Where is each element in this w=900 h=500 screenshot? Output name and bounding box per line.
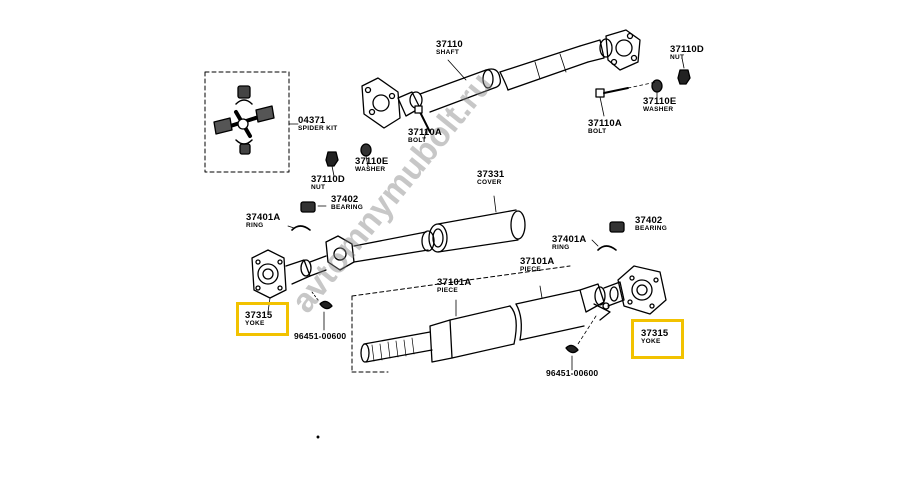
clip-left [311, 291, 333, 331]
part-name: RING [246, 221, 264, 229]
slip-shaft [360, 283, 611, 363]
bolt-top-left [414, 105, 431, 141]
label-shaft: 37110 SHAFT [436, 40, 463, 56]
part-name: NUT [311, 183, 326, 191]
label-bearing-right: 37402 BEARING [635, 216, 667, 232]
label-spider-kit: 04371 SPIDER KIT [298, 116, 337, 132]
part-name: BEARING [331, 203, 364, 211]
label-ring-right: 37401A RING [552, 235, 586, 251]
label-nut-left: 37110D NUT [311, 175, 345, 191]
part-number: 37401A [552, 234, 587, 245]
top-left-flange [361, 77, 401, 129]
label-clip-left: 96451-00600 [294, 332, 346, 341]
part-number: 37110D [311, 174, 345, 185]
slip-assembly-box [351, 265, 571, 373]
label-yoke-left: 37315 YOKE [245, 311, 272, 327]
label-nut-top: 37110D NUT [670, 45, 704, 61]
label-bolt-right: 37110A BOLT [588, 119, 622, 135]
part-number: 37110D [670, 44, 704, 55]
cover-tube [428, 195, 526, 253]
center-bearing-left [325, 230, 435, 271]
part-name: PIECE [437, 286, 459, 294]
label-piece-right: 37101A PIECE [520, 257, 554, 273]
part-number: 37315 [245, 310, 273, 321]
part-name: WASHER [355, 165, 386, 173]
part-number: 96451-00600 [294, 331, 347, 341]
ring-left [287, 225, 311, 231]
part-name: RING [552, 243, 570, 251]
label-piece-center: 37101A PIECE [437, 278, 471, 294]
part-number: 37401A [246, 212, 281, 223]
part-number: 37331 [477, 169, 505, 180]
bolt-top-right [595, 81, 657, 117]
part-number: 04371 [298, 115, 326, 126]
part-name: NUT [670, 53, 685, 61]
part-name: WASHER [643, 105, 674, 113]
yoke-right [603, 265, 667, 315]
yoke-left [251, 249, 327, 313]
part-name: BOLT [588, 127, 607, 135]
part-number: 37110A [588, 118, 622, 129]
label-cover: 37331 COVER [477, 170, 504, 186]
highlight-yoke-left [236, 302, 289, 336]
label-ring-left: 37401A RING [246, 213, 280, 229]
part-name: PIECE [520, 265, 542, 273]
label-bearing-left: 37402 BEARING [331, 195, 363, 211]
part-name: SPIDER KIT [298, 124, 338, 132]
part-name: YOKE [641, 337, 661, 345]
highlight-yoke-right [631, 319, 684, 359]
ring-right [591, 239, 617, 251]
part-number: 37101A [520, 256, 555, 267]
label-washer-left: 37110E WASHER [355, 157, 388, 173]
nut-top-right [677, 57, 691, 85]
part-number: 37110 [436, 39, 463, 50]
nut-left [325, 151, 339, 177]
part-name: BEARING [635, 224, 668, 232]
part-number: 37110A [408, 127, 442, 138]
spider-kit-box [204, 71, 299, 173]
part-number: 37110E [355, 156, 389, 167]
top-right-flange [605, 29, 641, 71]
part-name: YOKE [245, 319, 265, 327]
top-shaft-assembly [361, 29, 641, 129]
label-clip-right: 96451-00600 [546, 369, 598, 378]
bearing-left [300, 201, 327, 213]
part-number: 37315 [641, 328, 669, 339]
label-washer-right: 37110E WASHER [643, 97, 676, 113]
part-number: 37101A [437, 277, 472, 288]
washer-top-left [360, 143, 372, 167]
part-name: COVER [477, 178, 502, 186]
bearing-right [609, 221, 625, 233]
part-number: 37110E [643, 96, 677, 107]
part-number: 37402 [331, 194, 359, 205]
label-bolt-left: 37110A BOLT [408, 128, 442, 144]
part-name: BOLT [408, 136, 427, 144]
part-number: 96451-00600 [546, 368, 599, 378]
washer-top-right [651, 79, 663, 105]
label-yoke-right: 37315 YOKE [641, 329, 668, 345]
part-name: SHAFT [436, 48, 460, 56]
part-number: 37402 [635, 215, 663, 226]
clip-right [565, 315, 597, 371]
